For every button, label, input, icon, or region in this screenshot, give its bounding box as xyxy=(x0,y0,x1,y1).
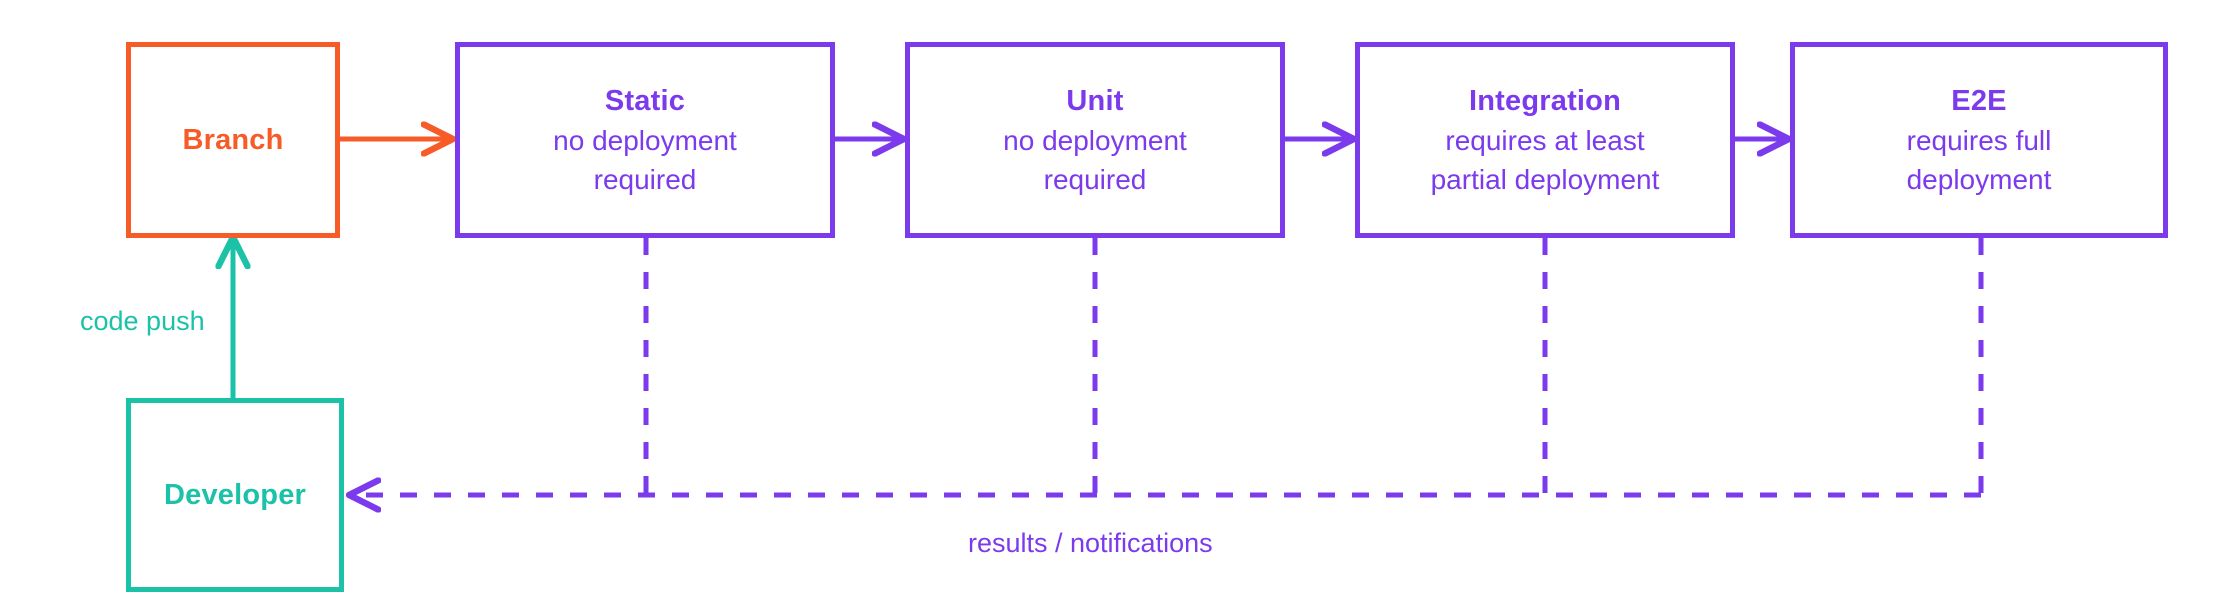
node-unit-desc-line2: required xyxy=(1043,164,1147,195)
node-unit-desc-line1: no deployment xyxy=(1003,125,1187,156)
edge-label-code-push: code push xyxy=(80,306,205,336)
edge-label-results-notifications: results / notifications xyxy=(968,528,1213,558)
node-developer-title: Developer xyxy=(163,479,307,511)
node-branch-title: Branch xyxy=(182,124,284,156)
node-integration-desc-line1: requires at least xyxy=(1445,125,1645,156)
node-branch[interactable]: Branch xyxy=(126,42,340,238)
node-e2e[interactable]: E2E requires full deployment xyxy=(1790,42,2168,238)
node-integration-title: Integration xyxy=(1468,85,1622,117)
node-static-desc-line1: no deployment xyxy=(553,125,737,156)
node-integration[interactable]: Integration requires at least partial de… xyxy=(1355,42,1735,238)
node-e2e-title: E2E xyxy=(1951,85,2007,117)
node-unit[interactable]: Unit no deployment required xyxy=(905,42,1285,238)
node-developer[interactable]: Developer xyxy=(126,398,344,592)
node-e2e-desc-line2: deployment xyxy=(1906,164,2052,195)
node-integration-desc-line2: partial deployment xyxy=(1430,164,1660,195)
node-static-desc-line2: required xyxy=(593,164,697,195)
node-e2e-desc-line1: requires full xyxy=(1906,125,2052,156)
node-static[interactable]: Static no deployment required xyxy=(455,42,835,238)
node-static-title: Static xyxy=(604,85,686,117)
node-unit-title: Unit xyxy=(1066,85,1124,117)
